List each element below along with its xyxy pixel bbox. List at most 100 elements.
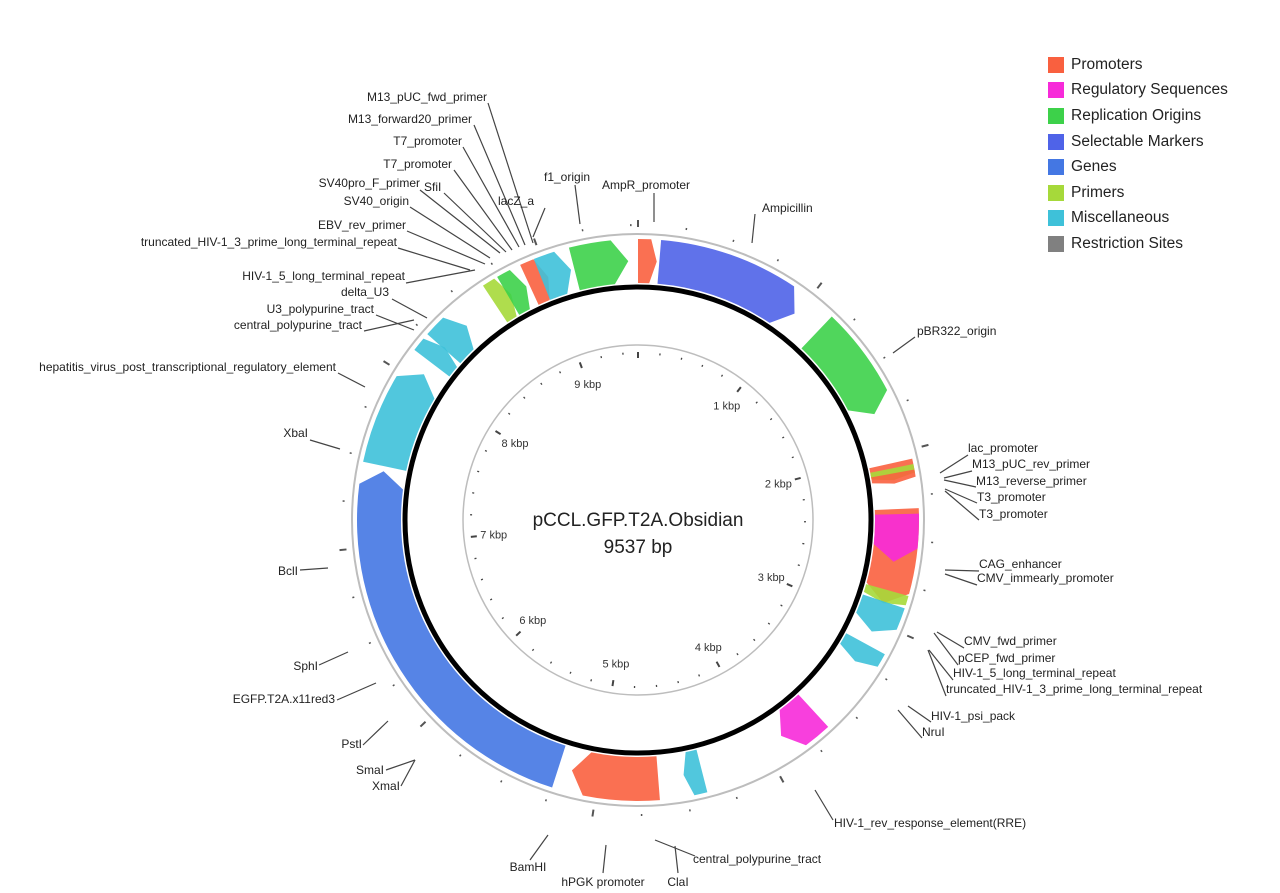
outer-tick [533,238,538,246]
outer-tick [853,318,856,321]
label-hpgk-promoter: hPGK promoter [561,875,644,889]
kbp-label: 2 kbp [765,479,792,491]
label-sfii: SfiI [424,180,441,194]
label-f1-origin: f1_origin [544,170,590,184]
feature-hiv-1-5-long-terminal-repeat[interactable] [427,317,474,364]
label-cmv-immearly-promoter: CMV_immearly_promoter [977,571,1114,585]
legend-item: Selectable Markers [1048,129,1228,155]
feature-cmv-fwd-primer[interactable] [863,584,909,606]
label-truncated-hiv1-3-ltr-2: truncated_HIV-1_3_prime_long_terminal_re… [946,682,1203,696]
label-egfp-t2a-x11red3: EGFP.T2A.x11red3 [233,692,336,706]
label-leader-line [462,146,520,248]
label-u3-polypurine-tract: U3_polypurine_tract [267,302,375,316]
outer-tick [450,289,453,293]
outer-tick [368,641,372,645]
outer-tick [732,239,735,243]
outer-tick [816,282,823,289]
label-t7-promoter-1: T7_promoter [393,134,462,148]
inner-tick [559,371,562,374]
inner-tick [494,430,502,436]
feature-central-polypurine-tract[interactable] [683,749,708,796]
kbp-label: 7 kbp [480,530,507,542]
label-leader-line [602,844,607,874]
outer-tick [352,596,355,599]
inner-tick [531,648,535,652]
label-leader-line [363,319,415,332]
outer-tick [779,775,785,783]
feature-hepatitis-virus-post-transcriptional-regulatory-element[interactable] [363,374,435,471]
feature-ampicillin[interactable] [657,239,795,323]
outer-tick [500,780,503,783]
feature-sv40-origin[interactable] [497,269,530,315]
inner-tick [780,604,783,607]
label-lac-promoter: lac_promoter [968,441,1038,455]
inner-tick [701,364,704,368]
label-leader-line [654,839,696,857]
inner-tick [797,564,800,567]
legend-item: Primers [1048,180,1228,206]
outer-tick [855,716,859,720]
inner-tick [523,396,526,399]
feature-hiv-1-5-long-terminal-repeat[interactable] [856,594,905,632]
legend-item: Miscellaneous [1048,206,1228,232]
plasmid-name: pCCL.GFP.T2A.Obsidian [533,510,744,531]
label-pcep-fwd-primer: pCEP_fwd_primer [958,651,1055,665]
feature-central-polypurine-tract[interactable] [414,338,458,377]
label-leader-line [944,488,978,504]
legend-label: Miscellaneous [1071,209,1170,227]
feature-hiv-1-rev-response-element-rre-[interactable] [779,694,829,746]
label-leader-line [943,470,973,479]
label-leader-line [453,169,513,251]
inner-tick [786,583,793,588]
label-leader-line [897,709,923,739]
feature-ampr-promoter[interactable] [638,239,657,284]
legend-label: Regulatory Sequences [1071,81,1228,99]
label-delta-u3: delta_U3 [341,285,389,299]
outer-tick [906,399,909,402]
legend-item: Promoters [1048,52,1228,78]
outer-tick [776,259,780,262]
outer-tick [885,678,888,681]
label-ampicillin: Ampicillin [762,201,813,215]
inner-tick [736,386,742,393]
kbp-label: 6 kbp [519,615,546,627]
feature-egfp-t2a-x11red3[interactable] [357,471,566,788]
inner-tick [755,401,758,404]
inner-scale-ring [462,344,814,696]
label-leader-line [337,372,366,388]
label-leader-line [473,124,526,246]
feature-lacz-a[interactable] [533,251,572,300]
label-leader-line [928,649,954,681]
legend-label: Genes [1071,158,1117,176]
label-pbr322-origin: pBR322_origin [917,324,996,338]
label-leader-line [939,454,969,474]
feature-pbr322-origin[interactable] [801,316,888,415]
kbp-label: 1 kbp [713,400,740,412]
inner-tick [549,661,553,664]
label-leader-line [299,567,329,571]
inner-tick [515,630,522,637]
label-psti: PstI [341,737,362,751]
label-m13-forward20-primer: M13_forward20_primer [348,112,472,126]
label-leader-line [419,189,501,254]
label-leader-line [318,651,349,666]
label-cmv-fwd-primer: CMV_fwd_primer [964,634,1057,648]
label-wpre: hepatitis_virus_post_transcriptional_reg… [39,360,337,374]
feature-t3-promoter[interactable] [871,469,916,484]
label-leader-line [362,720,389,746]
feature-cag-enhancer[interactable] [873,513,919,562]
inner-tick [489,598,493,601]
feature-hpgk-promoter[interactable] [571,752,660,801]
outer-tick [883,356,886,359]
inner-tick [611,679,615,687]
inner-tick [477,470,480,473]
feature-ebv-rev-primer[interactable] [482,278,517,323]
feature-f1-origin[interactable] [568,240,629,291]
inner-tick [680,357,683,360]
kbp-label: 8 kbp [502,438,529,450]
label-hiv1-5-ltr: HIV-1_5_long_terminal_repeat [242,269,405,283]
legend-swatch [1048,82,1064,99]
feature-hiv-1-psi-pack[interactable] [840,633,885,667]
inner-tick [480,578,484,581]
